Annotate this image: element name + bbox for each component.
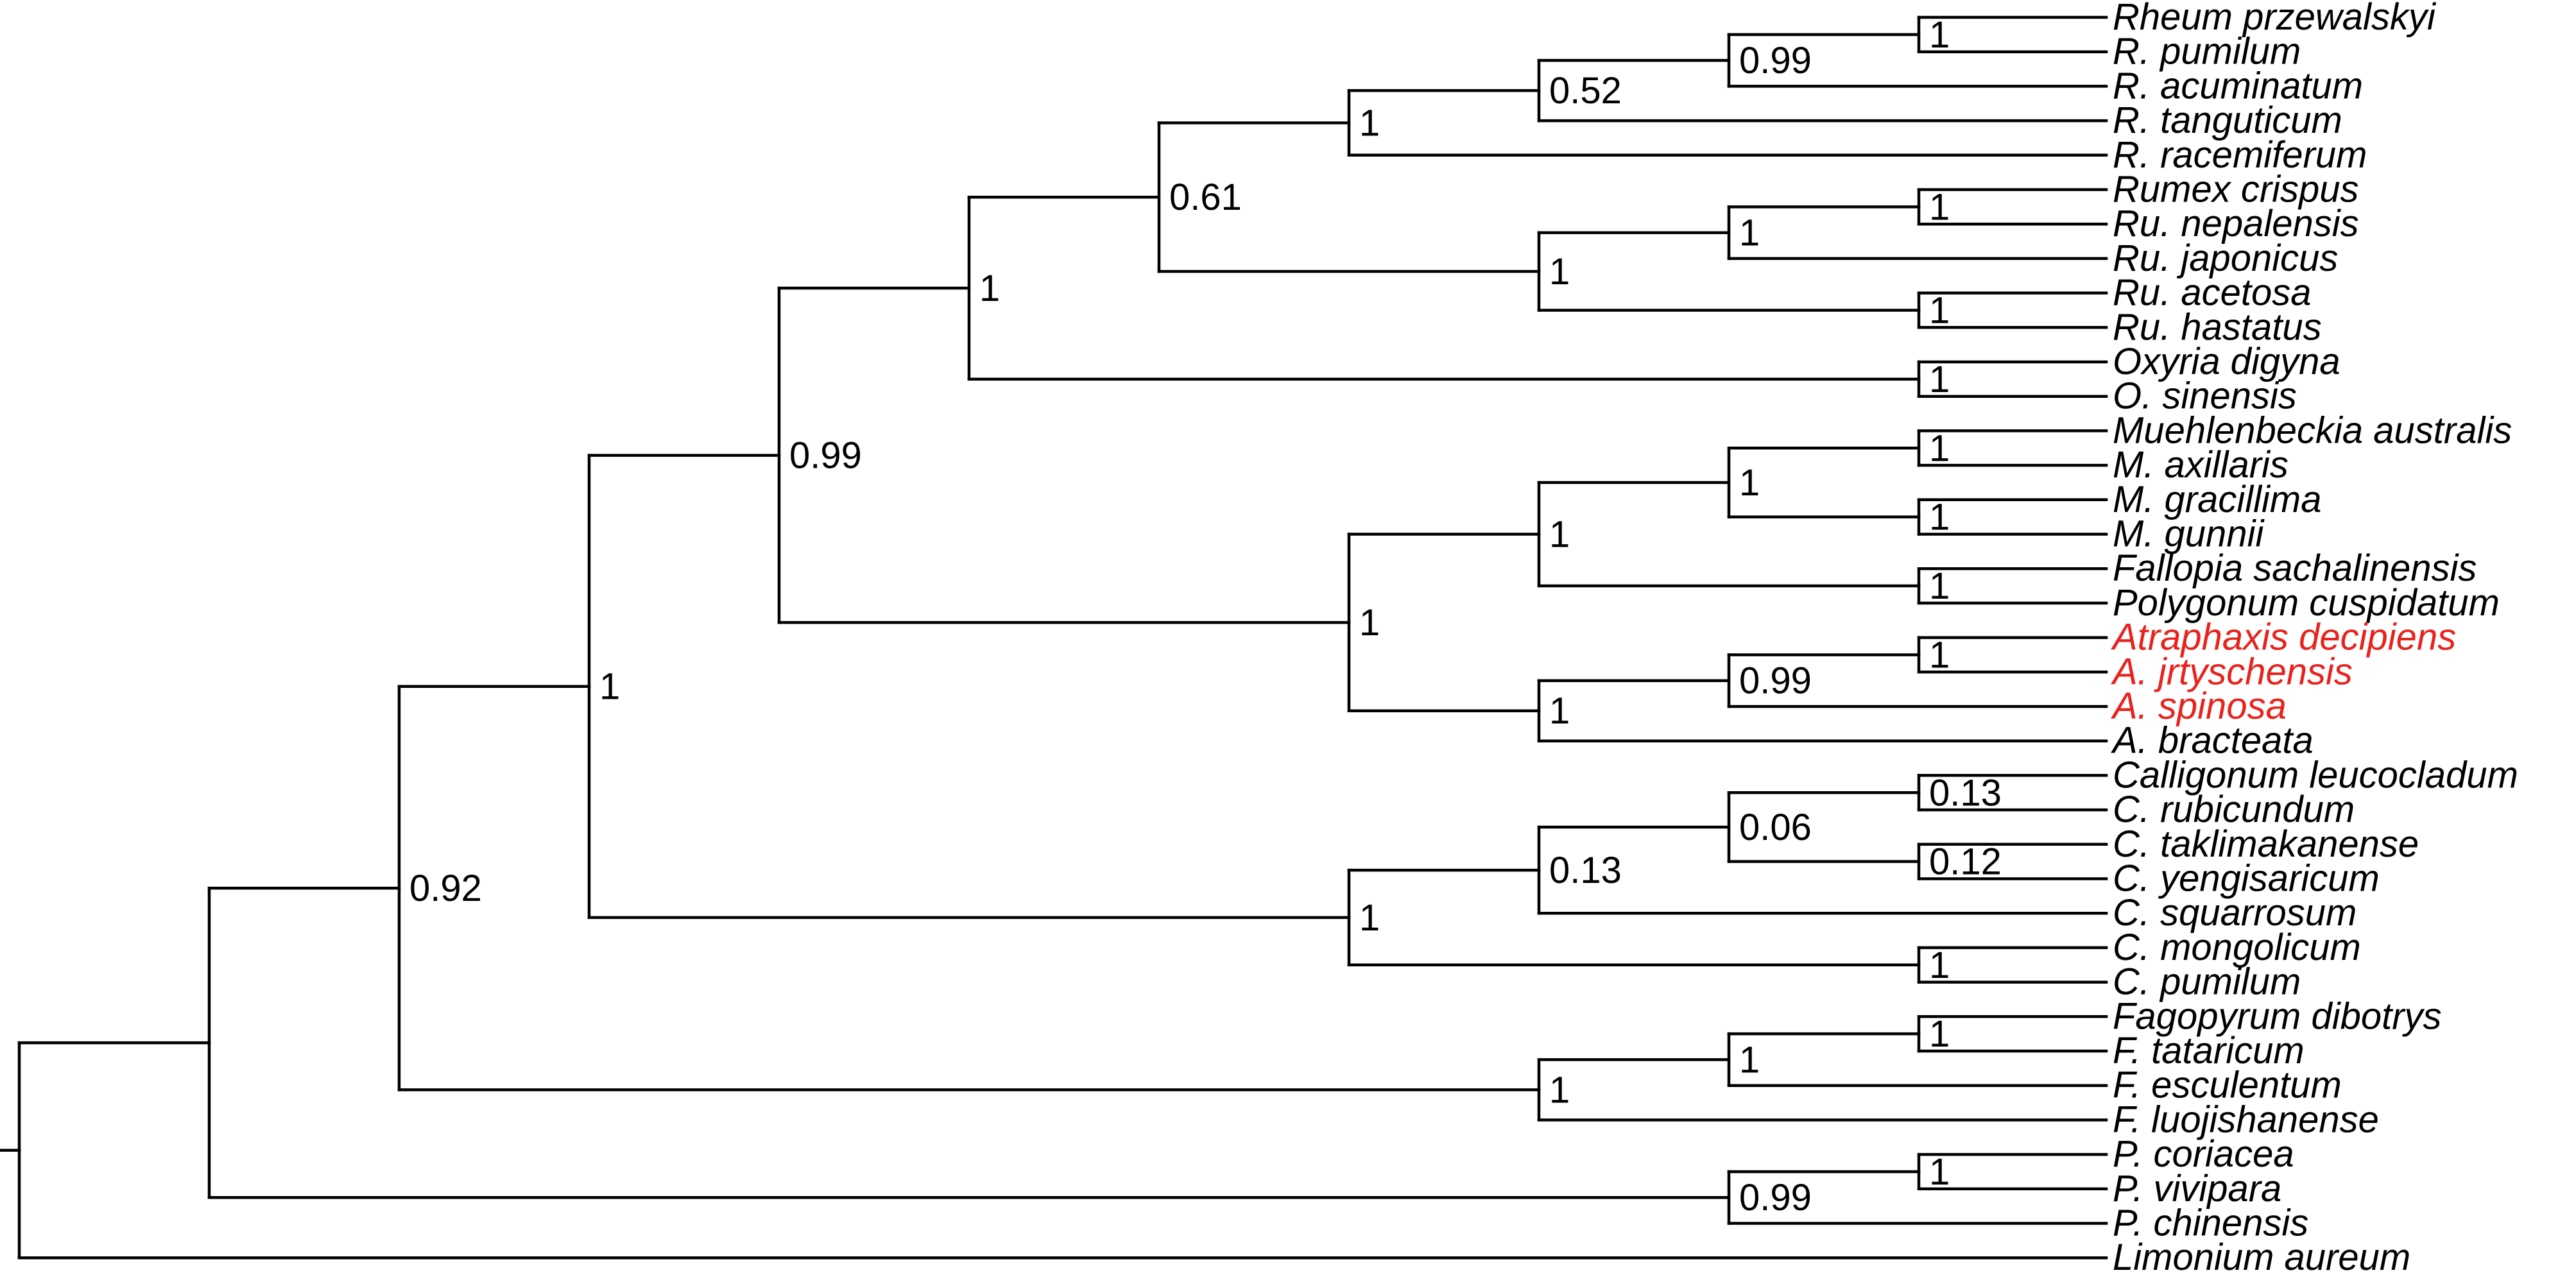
support-values: 1 0.99 0.52 1 1 1 1 1 0.61 1 1 1 1 1 1 1 1 0.99 1 1 0.99 0.13… [409,14,2002,1219]
support-value-label: 1 [1929,359,1950,400]
tip-label: R. tanguticum [2113,99,2342,141]
tip-label: Fagopyrum dibotrys [2113,995,2442,1037]
support-value-label: 1 [599,666,620,708]
support-value-label: 0.99 [789,435,862,477]
tip-label: P. chinensis [2113,1202,2308,1244]
support-value-label: 1 [979,268,1000,309]
tip-label: C. yengisaricum [2113,858,2380,900]
tip-label: Muehlenbeckia australis [2113,409,2512,451]
support-value-label: 1 [1929,565,1950,607]
tip-label: C. taklimakanense [2113,823,2419,865]
support-value-label: 1 [1549,690,1570,732]
tip-label: M. gracillima [2113,479,2322,520]
tip-label: R. racemiferum [2113,134,2367,176]
support-value-label: 1 [1929,289,1950,331]
tip-label: C. squarrosum [2113,892,2357,934]
tip-label: Ru. nepalensis [2113,203,2359,244]
support-value-label: 1 [1929,945,1950,986]
support-value-label: 0.13 [1549,850,1622,891]
tip-label: Oxyria digyna [2113,341,2340,382]
support-value-label: 1 [1929,14,1950,56]
support-value-label: 1 [1739,212,1760,254]
support-value-label: 0.99 [1739,40,1812,81]
tip-label: M. gunnii [2113,513,2265,555]
support-value-label: 0.61 [1169,176,1242,218]
support-value-label: 1 [1359,602,1380,644]
tip-label: P. vivipara [2113,1168,2281,1210]
tip-label: F. tataricum [2113,1030,2305,1072]
tip-label: Rumex crispus [2113,169,2359,210]
support-value-label: 0.12 [1929,841,2002,883]
tip-label: O. sinensis [2113,375,2297,417]
support-value-label: 0.92 [409,868,482,909]
support-value-label: 1 [1549,251,1570,293]
tip-label: Fallopia sachalinensis [2113,547,2477,589]
tip-label: M. axillaris [2113,444,2288,486]
support-value-label: 1 [1929,427,1950,469]
tip-label: F. esculentum [2113,1065,2342,1106]
tip-label: Ru. acetosa [2113,272,2312,314]
support-value-label: 0.06 [1739,807,1812,848]
tip-label: C. mongolicum [2113,927,2361,968]
support-value-label: 0.99 [1739,1177,1812,1219]
tip-label: A. bracteata [2111,720,2314,762]
support-value-label: 1 [1549,514,1570,556]
tree-branches [0,15,2108,1260]
tip-label: Rheum przewalskyi [2113,0,2437,38]
tip-label: Atraphaxis decipiens [2111,617,2456,658]
support-value-label: 1 [1739,1039,1760,1081]
tip-label: Polygonum cuspidatum [2113,582,2500,624]
tip-label: A. jrtyschensis [2111,651,2353,692]
support-value-label: 1 [1359,102,1380,144]
tip-label: A. spinosa [2111,685,2287,727]
tip-label: Limonium aureum [2113,1236,2410,1275]
support-value-label: 1 [1359,897,1380,939]
tip-label: Calligonum leucocladum [2113,754,2518,796]
support-value-label: 0.52 [1549,70,1622,112]
tip-label: C. rubicundum [2113,789,2355,830]
tip-label: P. coriacea [2113,1133,2294,1175]
support-value-label: 1 [1929,497,1950,538]
support-value-label: 1 [1549,1069,1570,1111]
tip-label: R. acuminatum [2113,65,2363,107]
support-value-label: 1 [1929,1151,1950,1193]
tip-label: Ru. hastatus [2113,306,2322,348]
tip-label: C. pumilum [2113,961,2301,1003]
support-value-label: 0.99 [1739,660,1812,702]
support-value-label: 1 [1929,186,1950,228]
support-value-label: 1 [1929,1013,1950,1055]
tip-label: F. luojishanense [2113,1099,2379,1140]
support-value-label: 0.13 [1929,772,2002,814]
support-value-label: 1 [1739,462,1760,504]
support-value-label: 1 [1929,634,1950,676]
tip-label: Ru. japonicus [2113,237,2338,279]
tip-label: R. pumilum [2113,31,2301,73]
